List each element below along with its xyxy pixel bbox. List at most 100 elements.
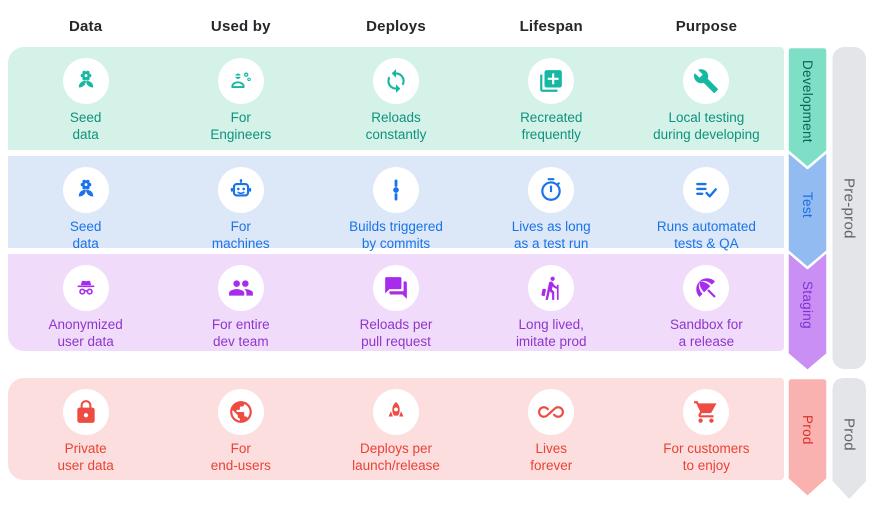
icon-circle bbox=[683, 265, 730, 311]
icon-circle bbox=[373, 265, 419, 311]
globe-icon bbox=[228, 399, 254, 425]
cell-label: Anonymized user data bbox=[48, 317, 123, 349]
cell-label: For entire dev team bbox=[211, 317, 270, 349]
cell-test-data: Seed data bbox=[8, 156, 163, 251]
sync-icon bbox=[383, 68, 409, 94]
cell-development-used-by: For Engineers bbox=[163, 47, 318, 150]
cell-label: Reloads per pull request bbox=[359, 317, 433, 349]
cell-label: Seed data bbox=[69, 110, 102, 142]
environment-row-test: Seed data For machines Builds triggered by… bbox=[8, 156, 784, 251]
cell-label: Local testing during developing bbox=[653, 110, 760, 142]
cell-label: Builds triggered by commits bbox=[349, 219, 443, 251]
cell-test-lifespan: Lives as long as a test run bbox=[474, 156, 629, 251]
cell-label: Lives as long as a test run bbox=[511, 219, 591, 251]
stage-label-staging: Staging bbox=[800, 281, 815, 329]
cell-test-deploys: Builds triggered by commits bbox=[318, 156, 473, 251]
icon-circle bbox=[528, 58, 575, 104]
icon-circle bbox=[373, 58, 419, 104]
seed-icon bbox=[73, 68, 99, 94]
cell-prod-data: Private user data bbox=[8, 378, 163, 480]
cart-icon bbox=[693, 399, 719, 425]
icon-circle bbox=[217, 265, 264, 311]
icon-circle bbox=[217, 167, 264, 213]
environment-row-development: Seed data For Engineers Reloads constantly… bbox=[8, 47, 784, 150]
cell-staging-lifespan: Long lived, imitate prod bbox=[474, 254, 629, 351]
cell-development-purpose: Local testing during developing bbox=[629, 47, 784, 150]
cell-label: Runs automated tests & QA bbox=[656, 219, 756, 251]
stage-ribbon-prod bbox=[786, 376, 829, 499]
cell-test-purpose: Runs automated tests & QA bbox=[629, 156, 784, 251]
cell-label: Private user data bbox=[57, 441, 114, 473]
cell-label: For Engineers bbox=[210, 110, 272, 142]
column-header-deploys: Deploys bbox=[366, 17, 426, 35]
cell-prod-purpose: For customers to enjoy bbox=[629, 378, 784, 480]
icon-circle bbox=[62, 389, 109, 435]
column-header-lifespan: Lifespan bbox=[519, 17, 583, 35]
library-add-icon bbox=[538, 68, 564, 94]
column-headers: Data Used by Deploys Lifespan Purpose bbox=[8, 13, 784, 39]
column-header-purpose: Purpose bbox=[675, 17, 738, 35]
column-header-data: Data bbox=[68, 17, 103, 35]
stage-ribbon-development bbox=[786, 45, 829, 170]
cell-label: Seed data bbox=[69, 219, 102, 251]
icon-circle bbox=[62, 167, 109, 213]
icon-circle bbox=[528, 167, 575, 213]
engineer-icon bbox=[228, 68, 254, 94]
cell-label: Sandbox for a release bbox=[670, 317, 743, 349]
icon-circle bbox=[683, 167, 730, 213]
incognito-icon bbox=[73, 275, 99, 301]
cell-test-used-by: For machines bbox=[163, 156, 318, 251]
cell-prod-used-by: For end-users bbox=[163, 378, 318, 480]
cell-development-deploys: Reloads constantly bbox=[318, 47, 473, 150]
commit-icon bbox=[383, 177, 409, 203]
icon-circle bbox=[62, 265, 109, 311]
icon-circle bbox=[373, 389, 419, 435]
wrench-icon bbox=[693, 68, 719, 94]
cell-prod-deploys: Deploys per launch/release bbox=[318, 378, 473, 480]
icon-circle bbox=[217, 389, 264, 435]
cell-label: Deploys per launch/release bbox=[352, 441, 440, 473]
environment-row-staging: Anonymized user data For entire dev team R… bbox=[8, 254, 784, 351]
group-band-prod bbox=[832, 378, 866, 499]
stage-label-test: Test bbox=[800, 191, 815, 218]
cell-development-data: Seed data bbox=[8, 47, 163, 150]
icon-circle bbox=[373, 167, 419, 213]
lock-icon bbox=[73, 399, 99, 425]
umbrella-icon bbox=[693, 275, 719, 301]
group-band-pre-prod bbox=[832, 47, 866, 369]
cell-label: Lives forever bbox=[530, 441, 573, 473]
environment-row-prod: Private user data For end-users Deploys pe… bbox=[8, 378, 784, 480]
forum-icon bbox=[383, 275, 409, 301]
icon-circle bbox=[217, 58, 264, 104]
stage-label-prod: Prod bbox=[800, 415, 815, 445]
cell-label: Reloads constantly bbox=[365, 110, 427, 142]
group-icon bbox=[228, 275, 254, 301]
cell-development-lifespan: Recreated frequently bbox=[474, 47, 629, 150]
infinity-icon bbox=[538, 399, 565, 425]
cell-label: For machines bbox=[211, 219, 270, 251]
group-label-pre-prod: Pre-prod bbox=[840, 177, 858, 239]
column-header-used-by: Used by bbox=[210, 17, 271, 35]
cell-prod-lifespan: Lives forever bbox=[474, 378, 629, 480]
robot-icon bbox=[228, 177, 254, 203]
cell-label: Recreated frequently bbox=[520, 110, 583, 142]
cell-label: Long lived, imitate prod bbox=[515, 317, 587, 349]
cell-staging-used-by: For entire dev team bbox=[163, 254, 318, 351]
cell-staging-purpose: Sandbox for a release bbox=[629, 254, 784, 351]
cell-label: For end-users bbox=[210, 441, 271, 473]
timer-icon bbox=[538, 177, 564, 203]
icon-circle bbox=[62, 58, 109, 104]
checklist-icon bbox=[693, 177, 719, 203]
cell-staging-deploys: Reloads per pull request bbox=[318, 254, 473, 351]
rocket-icon bbox=[383, 399, 409, 425]
hiking-icon bbox=[538, 275, 564, 301]
icon-circle bbox=[683, 389, 730, 435]
icon-circle bbox=[528, 265, 575, 311]
icon-circle bbox=[683, 58, 730, 104]
cell-label: For customers to enjoy bbox=[663, 441, 750, 473]
stage-label-development: Development bbox=[800, 59, 815, 143]
group-label-prod: Prod bbox=[840, 417, 858, 451]
icon-circle bbox=[528, 389, 575, 435]
